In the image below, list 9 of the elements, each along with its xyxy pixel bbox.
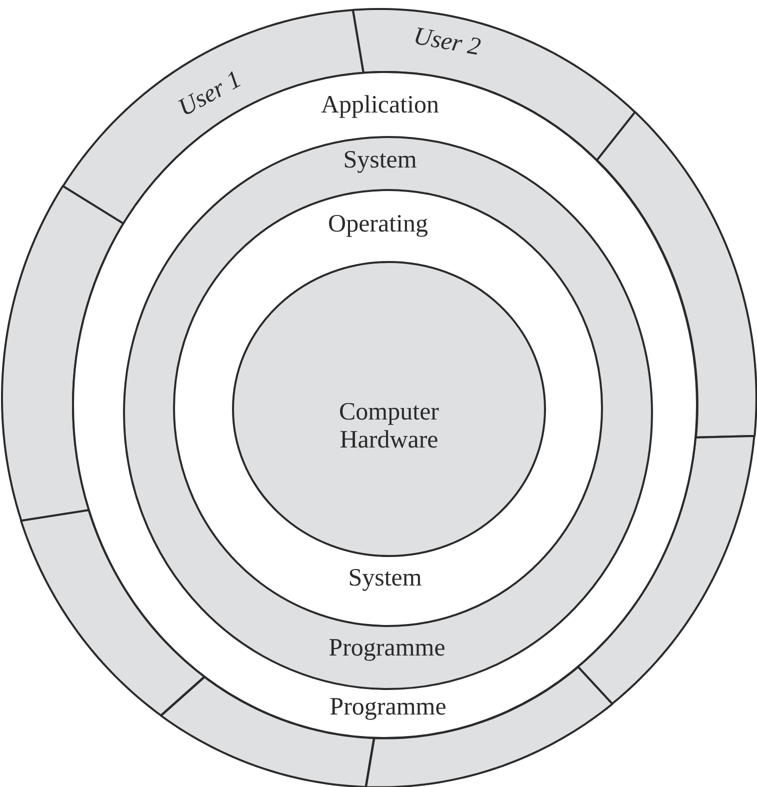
layer-label: Programme [330,693,446,721]
layer-label: User 2 [411,22,483,62]
layer-label: Programme [328,634,446,662]
layer-label: User 1 [174,66,246,122]
layer-label: System [348,564,422,592]
layer-label: Application [320,91,440,119]
layer-label: Computer Hardware [338,398,440,454]
layer-label: System [343,146,417,174]
layer-label: Operating [328,210,428,238]
